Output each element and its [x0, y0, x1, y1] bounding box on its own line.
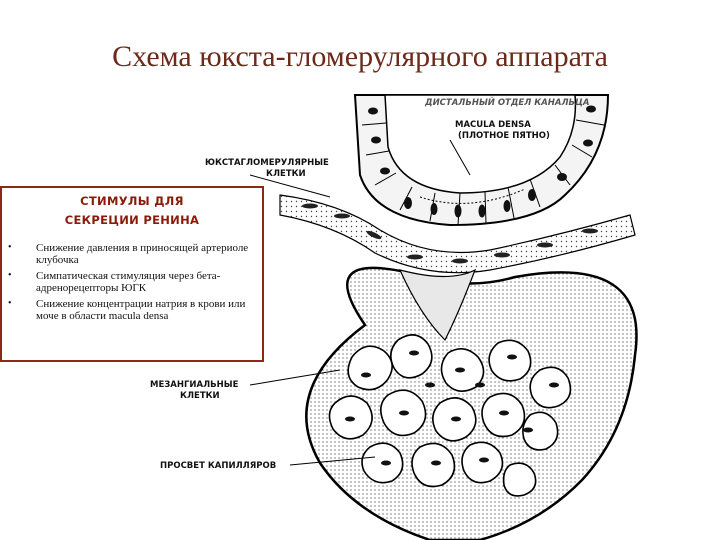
leader-lines [249, 139, 471, 466]
renin-stimuli-box: СТИМУЛЫ ДЛЯ СЕКРЕЦИИ РЕНИНА • Снижение д… [0, 186, 264, 362]
list-item: • Снижение концентрации натрия в крови и… [8, 298, 262, 322]
list-item: • Снижение давления в приносящей артерио… [8, 242, 262, 266]
stimuli-list: • Снижение давления в приносящей артерио… [8, 242, 262, 326]
bullet-icon: • [8, 270, 12, 281]
list-item: • Симпатическая стимуляция через бета-ад… [8, 270, 262, 294]
list-item-text: Снижение концентрации натрия в крови или… [36, 298, 246, 322]
stimuli-heading: СТИМУЛЫ ДЛЯ СЕКРЕЦИИ РЕНИНА [2, 192, 262, 230]
page-title: Схема юкста-гломерулярного аппарата [112, 40, 608, 73]
distal-tubule-label: ДИСТАЛЬНЫЙ ОТДЕЛ КАНАЛЬЦА [425, 98, 590, 108]
jg-cells-label-line2: КЛЕТКИ [266, 169, 306, 179]
macula-densa-sublabel: (ПЛОТНОЕ ПЯТНО) [458, 131, 550, 141]
distal-tubule [353, 94, 610, 227]
macula-densa-label: MACULA DENSA [455, 120, 531, 130]
glomerulus [305, 266, 638, 540]
list-item-text: Снижение давления в приносящей артериоле… [36, 242, 249, 266]
mesangial-cells-label-line1: МЕЗАНГИАЛЬНЫЕ [150, 380, 239, 390]
bullet-icon: • [8, 298, 12, 309]
list-item-text: Симпатическая стимуляция через бета-адре… [36, 270, 221, 294]
stimuli-heading-line2: СЕКРЕЦИИ РЕНИНА [64, 213, 200, 227]
capillary-lumen-label: ПРОСВЕТ КАПИЛЛЯРОВ [160, 461, 277, 471]
mesangial-cells-label-line2: КЛЕТКИ [180, 391, 220, 401]
jga-illustration [249, 94, 638, 540]
arteriole-wall [279, 194, 636, 274]
jg-cells-label-line1: ЮКСТАГЛОМЕРУЛЯРНЫЕ [205, 158, 329, 168]
stimuli-heading-line1: СТИМУЛЫ ДЛЯ [80, 194, 184, 208]
bullet-icon: • [8, 242, 12, 253]
